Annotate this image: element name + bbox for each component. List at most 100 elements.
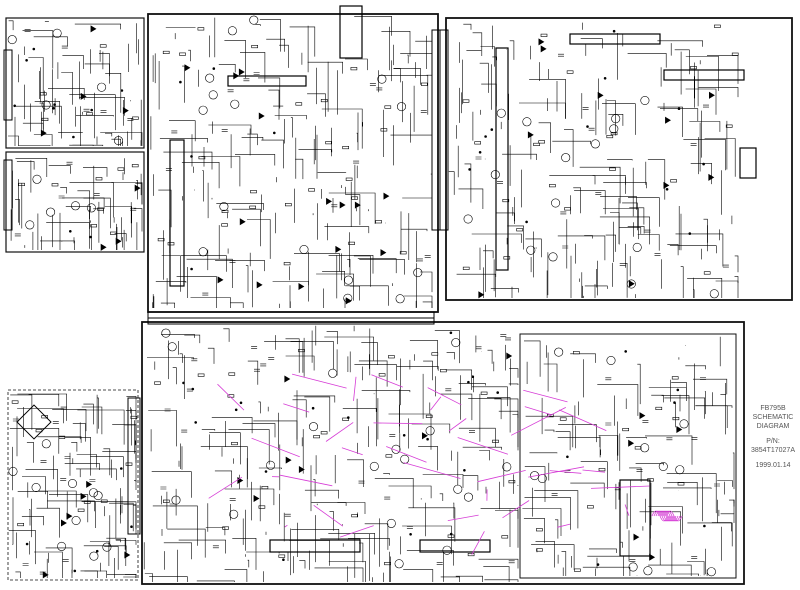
- wire: [648, 387, 687, 401]
- wire: [552, 140, 591, 145]
- wire: [487, 397, 511, 433]
- wire: [211, 417, 253, 434]
- wire: [172, 367, 177, 385]
- wire: [62, 55, 84, 69]
- capacitor: [202, 292, 209, 296]
- wire: [232, 208, 261, 247]
- wire: [298, 149, 333, 153]
- junction-dot: [409, 532, 412, 536]
- wire: [606, 100, 616, 136]
- wire: [549, 175, 596, 185]
- resistor: [474, 141, 482, 145]
- pcb-trace: [549, 470, 582, 474]
- wire: [62, 197, 105, 209]
- resistor: [320, 431, 328, 435]
- diode: [238, 68, 245, 76]
- transistor: [249, 15, 259, 25]
- wire: [76, 468, 117, 481]
- pcb-trace: [511, 407, 566, 436]
- diode: [639, 412, 646, 420]
- capacitor: [691, 556, 698, 559]
- resistor: [574, 568, 581, 572]
- wire: [464, 163, 472, 203]
- wire: [190, 297, 231, 308]
- frame-audio-module: [5, 17, 145, 149]
- wire: [230, 302, 244, 308]
- diode: [335, 245, 342, 253]
- wire: [48, 165, 71, 174]
- capacitor: [560, 211, 567, 215]
- wire: [274, 115, 307, 120]
- ic-jungle: [495, 47, 509, 271]
- wire: [99, 53, 110, 77]
- wire: [291, 529, 340, 541]
- wire: [524, 340, 541, 377]
- wire: [208, 124, 252, 134]
- capacitor: [644, 229, 651, 233]
- transistor: [413, 268, 423, 278]
- pcb-coil: [663, 510, 681, 522]
- wire: [396, 366, 439, 371]
- wire: [669, 245, 717, 254]
- wire: [598, 435, 619, 456]
- capacitor: [130, 207, 137, 211]
- diode: [66, 512, 73, 520]
- transistor: [52, 28, 62, 38]
- wire: [258, 77, 281, 109]
- wire: [329, 511, 334, 531]
- capacitor: [253, 72, 260, 75]
- wire: [657, 40, 703, 47]
- wire: [136, 180, 138, 200]
- frame-main-control: [147, 13, 439, 313]
- resistor: [731, 52, 739, 56]
- frame-input-module: [5, 151, 145, 253]
- junction-dot: [25, 542, 29, 546]
- wire: [240, 52, 266, 83]
- diode: [298, 282, 305, 291]
- resistor: [298, 348, 305, 353]
- connector-output: [739, 147, 757, 179]
- resistor: [110, 231, 117, 235]
- wire: [123, 504, 137, 528]
- wire: [603, 182, 647, 189]
- wire: [729, 499, 735, 523]
- resistor: [228, 372, 236, 376]
- resistor: [385, 454, 393, 458]
- resistor: [313, 435, 320, 439]
- junction-dot: [484, 135, 487, 138]
- wire: [104, 546, 119, 570]
- transistor: [496, 108, 506, 118]
- diode: [354, 201, 361, 209]
- pcb-trace: [582, 469, 606, 473]
- transistor: [453, 484, 463, 494]
- resistor: [725, 124, 733, 128]
- wire: [247, 559, 250, 568]
- wire: [83, 197, 111, 229]
- wire: [289, 540, 330, 566]
- resistor: [672, 416, 680, 421]
- wire: [603, 208, 639, 240]
- wire: [645, 435, 693, 465]
- wire: [15, 105, 62, 139]
- junction-dot: [490, 128, 494, 131]
- wire: [703, 218, 708, 252]
- wire: [316, 273, 354, 301]
- capacitor: [83, 108, 90, 112]
- transistor: [554, 347, 564, 357]
- junction-dot: [90, 108, 93, 112]
- wire: [358, 360, 388, 387]
- wire: [65, 206, 91, 212]
- wire: [480, 46, 495, 67]
- wire: [605, 234, 616, 252]
- transistor: [171, 495, 181, 505]
- wire: [687, 561, 705, 576]
- wire: [202, 170, 204, 202]
- capacitor: [582, 107, 589, 110]
- wire: [720, 394, 726, 435]
- wire: [446, 352, 455, 360]
- wire: [218, 64, 236, 73]
- diode: [184, 64, 191, 72]
- capacitor: [331, 204, 338, 208]
- junction-dot: [449, 532, 453, 536]
- wire: [538, 122, 551, 153]
